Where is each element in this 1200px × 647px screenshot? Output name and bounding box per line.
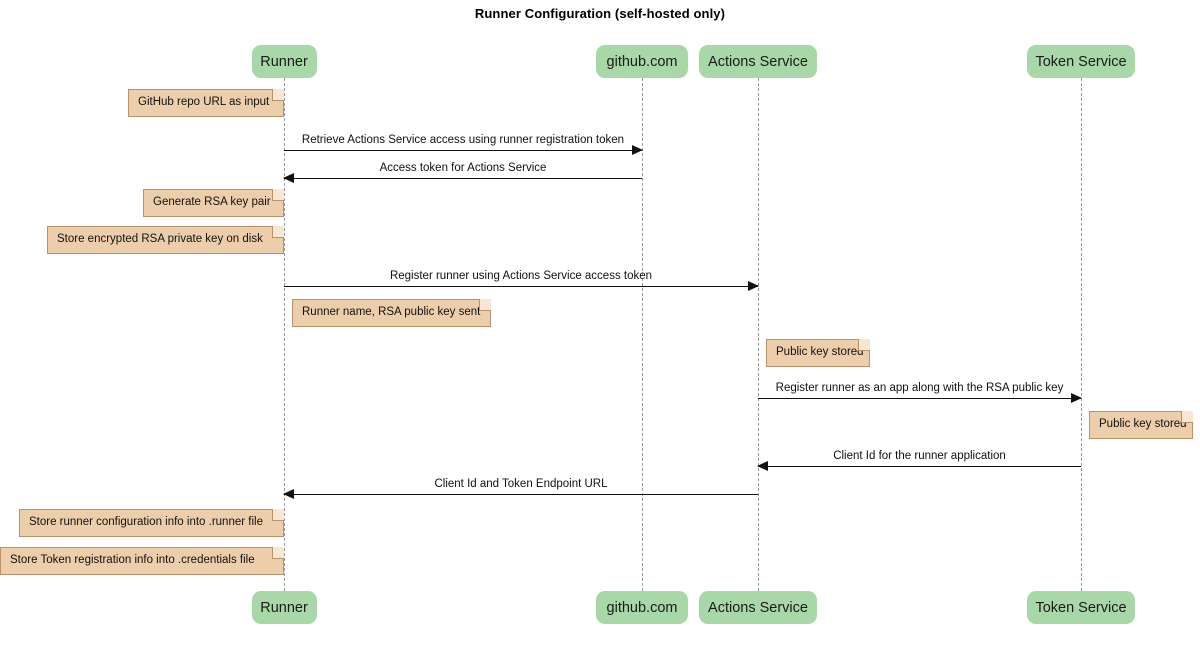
diagram-title: Runner Configuration (self-hosted only) bbox=[474, 6, 726, 21]
message-line bbox=[284, 178, 642, 179]
lifeline-runner bbox=[284, 78, 285, 591]
arrowhead-left-icon bbox=[757, 460, 768, 471]
message-label: Client Id for the runner application bbox=[833, 450, 1006, 462]
message-line bbox=[284, 150, 642, 151]
message-label: Retrieve Actions Service access using ru… bbox=[301, 134, 625, 146]
participant-actions-bottom[interactable]: Actions Service bbox=[699, 591, 817, 624]
participant-token-bottom[interactable]: Token Service bbox=[1027, 591, 1135, 624]
participant-runner-top[interactable]: Runner bbox=[251, 45, 317, 78]
participant-github-top[interactable]: github.com bbox=[596, 45, 688, 78]
message-m4[interactable]: Register runner as an app along with the… bbox=[758, 382, 1082, 403]
participant-github-bottom[interactable]: github.com bbox=[596, 591, 688, 624]
note-fold-corner-icon bbox=[272, 89, 284, 101]
note-fold-corner-icon bbox=[272, 547, 284, 559]
note-n6[interactable]: Public key stored bbox=[1089, 411, 1193, 439]
message-label: Access token for Actions Service bbox=[379, 162, 547, 174]
note-n2[interactable]: Generate RSA key pair bbox=[143, 189, 284, 217]
note-text: Store encrypted RSA private key on disk bbox=[57, 233, 263, 245]
message-m6[interactable]: Client Id and Token Endpoint URL bbox=[283, 478, 758, 499]
message-m1[interactable]: Retrieve Actions Service access using ru… bbox=[284, 134, 643, 155]
note-text: Store Token registration info into .cred… bbox=[10, 554, 255, 566]
note-text: GitHub repo URL as input bbox=[138, 96, 270, 108]
message-label: Register runner as an app along with the… bbox=[775, 382, 1064, 394]
lifeline-github bbox=[642, 78, 643, 591]
lifeline-actions bbox=[758, 78, 759, 591]
note-n3[interactable]: Store encrypted RSA private key on disk bbox=[47, 226, 284, 254]
note-fold-corner-icon bbox=[272, 189, 284, 201]
message-m2[interactable]: Access token for Actions Service bbox=[283, 162, 642, 183]
note-text: Public key stored bbox=[1099, 418, 1187, 430]
note-text: Public key stored bbox=[776, 346, 864, 358]
note-fold-corner-icon bbox=[272, 509, 284, 521]
message-m3[interactable]: Register runner using Actions Service ac… bbox=[284, 270, 759, 291]
message-line bbox=[284, 494, 758, 495]
note-n1[interactable]: GitHub repo URL as input bbox=[128, 89, 284, 117]
note-n7[interactable]: Store runner configuration info into .ru… bbox=[19, 509, 284, 537]
arrowhead-right-icon bbox=[1071, 392, 1082, 403]
arrowhead-right-icon bbox=[748, 280, 759, 291]
message-m5[interactable]: Client Id for the runner application bbox=[757, 450, 1081, 471]
note-text: Store runner configuration info into .ru… bbox=[29, 516, 263, 528]
message-label: Register runner using Actions Service ac… bbox=[389, 270, 653, 282]
note-fold-corner-icon bbox=[479, 299, 491, 311]
participant-runner-bottom[interactable]: Runner bbox=[251, 591, 317, 624]
message-line bbox=[758, 466, 1081, 467]
arrowhead-right-icon bbox=[632, 144, 643, 155]
message-line bbox=[284, 286, 758, 287]
note-text: Runner name, RSA public key sent bbox=[302, 306, 481, 318]
lifeline-token bbox=[1081, 78, 1082, 591]
note-text: Generate RSA key pair bbox=[153, 196, 271, 208]
arrowhead-left-icon bbox=[283, 172, 294, 183]
participant-actions-top[interactable]: Actions Service bbox=[699, 45, 817, 78]
participant-token-top[interactable]: Token Service bbox=[1027, 45, 1135, 78]
message-label: Client Id and Token Endpoint URL bbox=[434, 478, 608, 490]
note-fold-corner-icon bbox=[858, 339, 870, 351]
arrowhead-left-icon bbox=[283, 488, 294, 499]
note-n5[interactable]: Public key stored bbox=[766, 339, 870, 367]
note-fold-corner-icon bbox=[272, 226, 284, 238]
note-n4[interactable]: Runner name, RSA public key sent bbox=[292, 299, 491, 327]
note-fold-corner-icon bbox=[1181, 411, 1193, 423]
note-n8[interactable]: Store Token registration info into .cred… bbox=[0, 547, 284, 575]
message-line bbox=[758, 398, 1081, 399]
